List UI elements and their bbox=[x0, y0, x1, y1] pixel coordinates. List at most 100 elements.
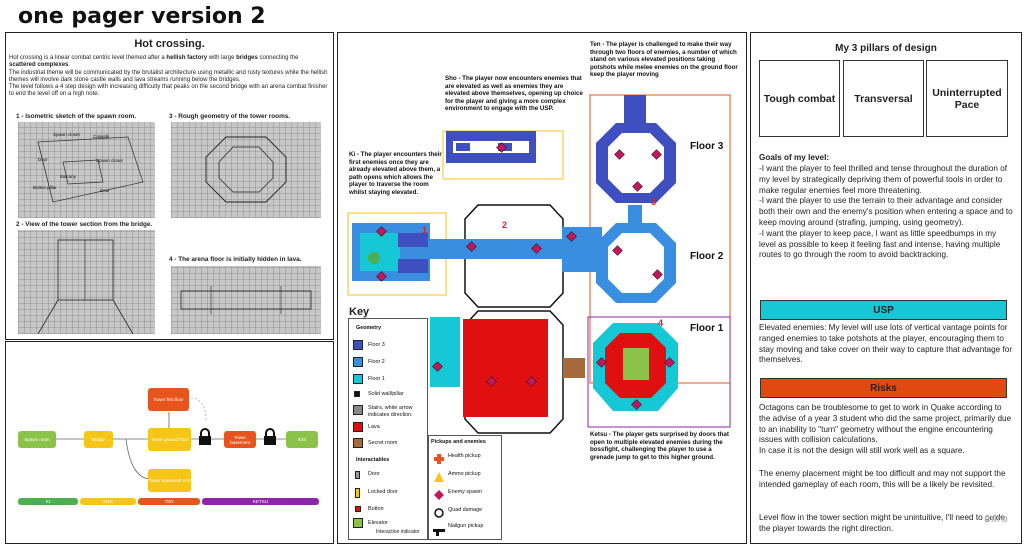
key-enemy-spawn: Enemy spawn bbox=[448, 489, 482, 495]
sketch-2-caption: 2 - View of the tower section from the b… bbox=[16, 221, 153, 228]
nailgun-icon bbox=[433, 523, 445, 541]
key-box bbox=[348, 318, 428, 540]
key-locked-door: Locked door bbox=[368, 489, 398, 495]
sketch-2-drawing bbox=[37, 239, 134, 334]
map-panel: Ki - The player encounters their first e… bbox=[337, 32, 747, 544]
flow-node-exit: Exit bbox=[286, 431, 318, 448]
locked-door-swatch bbox=[355, 488, 360, 498]
sketch-1-drawing bbox=[37, 136, 144, 203]
sketch-1-image: Spawn closet Catwalk Door Spawn closet B… bbox=[18, 122, 155, 218]
sketch-label: Button pillar bbox=[33, 185, 57, 190]
sketch-3-image bbox=[171, 122, 321, 218]
risks-text-3: Level flow in the tower section might be… bbox=[759, 513, 1005, 533]
key-health: Health pickup bbox=[448, 453, 481, 459]
risks-banner: Risks bbox=[760, 378, 1007, 398]
section-number: 1 bbox=[422, 225, 428, 235]
phase-legend-ketsu: KETSU bbox=[202, 498, 319, 505]
floor-2-label: Floor 2 bbox=[690, 251, 724, 262]
key-elevator: Elevator bbox=[368, 520, 388, 526]
pillar-transversal: Transversal bbox=[843, 60, 924, 137]
sketch-label: Catwalk bbox=[93, 134, 110, 139]
page-title: one pager version 2 bbox=[18, 4, 266, 29]
health-icon bbox=[434, 451, 444, 464]
ketsu-description: Ketsu - The player gets surprised by doo… bbox=[590, 431, 729, 461]
floor-3-label: Floor 3 bbox=[690, 141, 724, 152]
section-number: 4 bbox=[658, 318, 664, 328]
flow-panel: Spawn room Bridge Tower first floor Towe… bbox=[5, 341, 334, 544]
key-wall: Solid wall/pillar bbox=[368, 391, 404, 397]
intro-text: Hot crossing is a linear combat centric … bbox=[9, 55, 328, 98]
goals-title: Goals of my level: bbox=[759, 153, 830, 162]
sketch-label: Balcony bbox=[60, 174, 77, 179]
flow-node-spawn: Spawn room bbox=[18, 431, 56, 448]
key-floor3: Floor 3 bbox=[368, 342, 385, 348]
pickups-box bbox=[428, 435, 502, 540]
sketch-label: Door bbox=[38, 157, 48, 162]
key-ammo: Ammo pickup bbox=[448, 471, 481, 477]
floor1-swatch bbox=[353, 374, 363, 384]
usp-banner: USP bbox=[760, 300, 1007, 320]
flow-node-tower-first: Tower first floor bbox=[148, 388, 189, 411]
risks-text-1: Octagons can be troublesome to get to wo… bbox=[759, 403, 1012, 456]
interactables-title: Interactables bbox=[356, 457, 390, 463]
sketch-2-image bbox=[18, 230, 155, 334]
pickups-title: Pickups and enemies bbox=[431, 439, 486, 445]
ki-description: Ki - The player encounters their first e… bbox=[349, 151, 442, 196]
phase-legend-sho: SHO bbox=[80, 498, 136, 505]
design-panel: My 3 pillars of design Tough combat Tran… bbox=[750, 32, 1022, 544]
flow-node-basement: Tower basement bbox=[224, 431, 256, 448]
sketch-3-drawing bbox=[205, 136, 287, 203]
key-lava: Lava bbox=[368, 424, 380, 430]
key-floor1: Floor 1 bbox=[368, 376, 385, 382]
key-quad-damage: Quad damage bbox=[448, 507, 483, 513]
button-swatch bbox=[355, 506, 361, 512]
wall-swatch bbox=[354, 391, 360, 397]
goals-text: -I want the player to feel thrilled and … bbox=[759, 164, 1013, 260]
key-secret: Secret room bbox=[368, 440, 398, 446]
floor3-swatch bbox=[353, 340, 363, 350]
pillar-uninterrupted-pace: Uninterrupted Pace bbox=[926, 60, 1008, 137]
level-heading: Hot crossing. bbox=[134, 38, 205, 50]
lock-icon bbox=[198, 428, 212, 451]
pillars-heading: My 3 pillars of design bbox=[835, 43, 937, 54]
key-heading: Key bbox=[349, 306, 370, 318]
miro-watermark: miro bbox=[984, 513, 1008, 525]
sketch-label: Spawn closet bbox=[96, 158, 123, 163]
geometry-title: Geometry bbox=[356, 325, 382, 331]
sho-description: Sho - The player now encounters enemies … bbox=[445, 75, 583, 113]
key-stairs: Stairs, white arrow indicates direction. bbox=[368, 405, 413, 418]
key-door: Door bbox=[368, 471, 380, 477]
phase-legend-ten: TEN bbox=[138, 498, 200, 505]
sketch-label: Spawn closet bbox=[53, 132, 80, 137]
floor2-swatch bbox=[353, 357, 363, 367]
ten-description: Ten - The player is challenged to make t… bbox=[590, 41, 738, 79]
usp-text: Elevated enemies: My level will use lots… bbox=[759, 323, 1013, 365]
elevator-swatch bbox=[353, 518, 363, 528]
overview-panel: Hot crossing. Hot crossing is a linear c… bbox=[5, 32, 334, 340]
key-floor2: Floor 2 bbox=[368, 359, 385, 365]
flow-node-tower-ground: Tower ground floor bbox=[148, 428, 191, 451]
sketch-3-caption: 3 - Rough geometry of the tower rooms. bbox=[169, 113, 291, 120]
lock-icon bbox=[263, 428, 277, 451]
sketch-4-drawing bbox=[180, 286, 312, 314]
phase-legend-ki: KI bbox=[18, 498, 78, 505]
section-number: 3 bbox=[651, 197, 657, 207]
enemy-spawn-icon bbox=[434, 487, 444, 505]
lava-swatch bbox=[353, 422, 363, 432]
flow-node-bridge: Bridge bbox=[84, 431, 113, 448]
ammo-icon bbox=[434, 469, 444, 487]
stairs-swatch bbox=[353, 405, 363, 415]
key-interaction-indicator: Interaction indicator bbox=[376, 529, 420, 535]
key-button: Button bbox=[368, 506, 384, 512]
section-number: 2 bbox=[502, 220, 508, 230]
quad-damage-icon bbox=[434, 505, 444, 523]
risks-text-2: The enemy placement might be too difficu… bbox=[759, 469, 1006, 489]
level-map bbox=[347, 94, 731, 434]
secret-swatch bbox=[353, 438, 363, 448]
floor-1-label: Floor 1 bbox=[690, 323, 724, 334]
sketch-4-caption: 4 - The arena floor is initially hidden … bbox=[169, 256, 302, 263]
flow-node-basement-entr: Tower basement entr bbox=[148, 469, 191, 492]
pillar-tough-combat: Tough combat bbox=[759, 60, 840, 137]
sketch-4-image bbox=[171, 266, 321, 334]
sketch-1-caption: 1 - Isometric sketch of the spawn room. bbox=[16, 113, 137, 120]
